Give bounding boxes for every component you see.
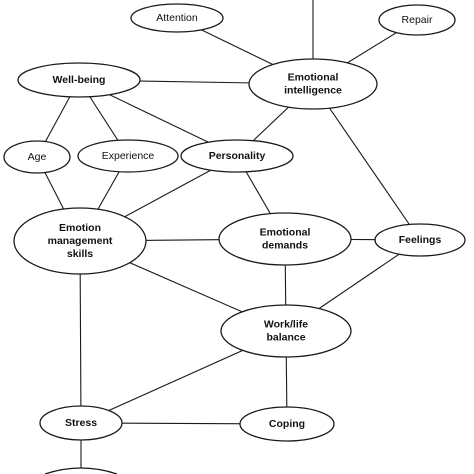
node-coping-label-line-1: Coping — [269, 418, 305, 430]
node-emotional-demands-label-line-1: Emotional — [260, 226, 311, 238]
node-emotional-demands-ellipse — [218, 212, 352, 266]
node-coping-ellipse — [239, 406, 335, 442]
node-age-label-line-1: Age — [28, 151, 47, 163]
node-feelings-ellipse — [374, 223, 466, 257]
node-personality-label-line-1: Personality — [209, 150, 266, 162]
node-attention: Attention — [130, 3, 224, 33]
node-emotion-management-skills-label-line-1: Emotion — [59, 222, 101, 234]
node-emotion-management-skills-label-line-3: skills — [67, 248, 93, 260]
node-coping: Coping — [239, 406, 335, 442]
node-emotional-intelligence-label-line-2: intelligence — [284, 84, 342, 96]
offscreen-node-bottom — [44, 467, 118, 474]
node-emotional-intelligence-label-line-1: Emotional — [288, 71, 339, 83]
node-emotion-management-skills-label-line-2: management — [48, 235, 113, 247]
node-personality-ellipse — [180, 139, 294, 173]
node-work-life-balance-label-line-1: Work/life — [264, 318, 308, 330]
node-well-being-ellipse — [17, 62, 141, 98]
node-feelings: Feelings — [374, 223, 466, 257]
node-work-life-balance-label-line-2: balance — [266, 331, 305, 343]
edge-emotional-intelligence-to-feelings — [312, 83, 421, 241]
node-age: Age — [3, 140, 71, 174]
node-emotional-intelligence-ellipse — [248, 58, 378, 110]
node-stress-ellipse — [39, 405, 123, 441]
node-emotional-demands-label-line-2: demands — [262, 239, 308, 251]
node-emotion-management-skills-ellipse — [13, 207, 147, 275]
node-stress: Stress — [39, 405, 123, 441]
node-work-life-balance-ellipse — [220, 304, 352, 358]
node-experience-ellipse — [77, 139, 179, 173]
node-repair: Repair — [378, 4, 456, 36]
node-repair-label-line-1: Repair — [402, 14, 433, 26]
node-experience: Experience — [77, 139, 179, 173]
node-attention-ellipse — [130, 3, 224, 33]
node-well-being: Well-being — [17, 62, 141, 98]
node-repair-ellipse — [378, 4, 456, 36]
node-feelings-label-line-1: Feelings — [399, 234, 442, 246]
node-attention-label-line-1: Attention — [156, 12, 198, 24]
node-well-being-label-line-1: Well-being — [53, 74, 106, 86]
node-personality: Personality — [180, 139, 294, 173]
node-age-ellipse — [3, 140, 71, 174]
node-stress-label-line-1: Stress — [65, 417, 97, 429]
node-experience-label-line-1: Experience — [102, 150, 155, 162]
